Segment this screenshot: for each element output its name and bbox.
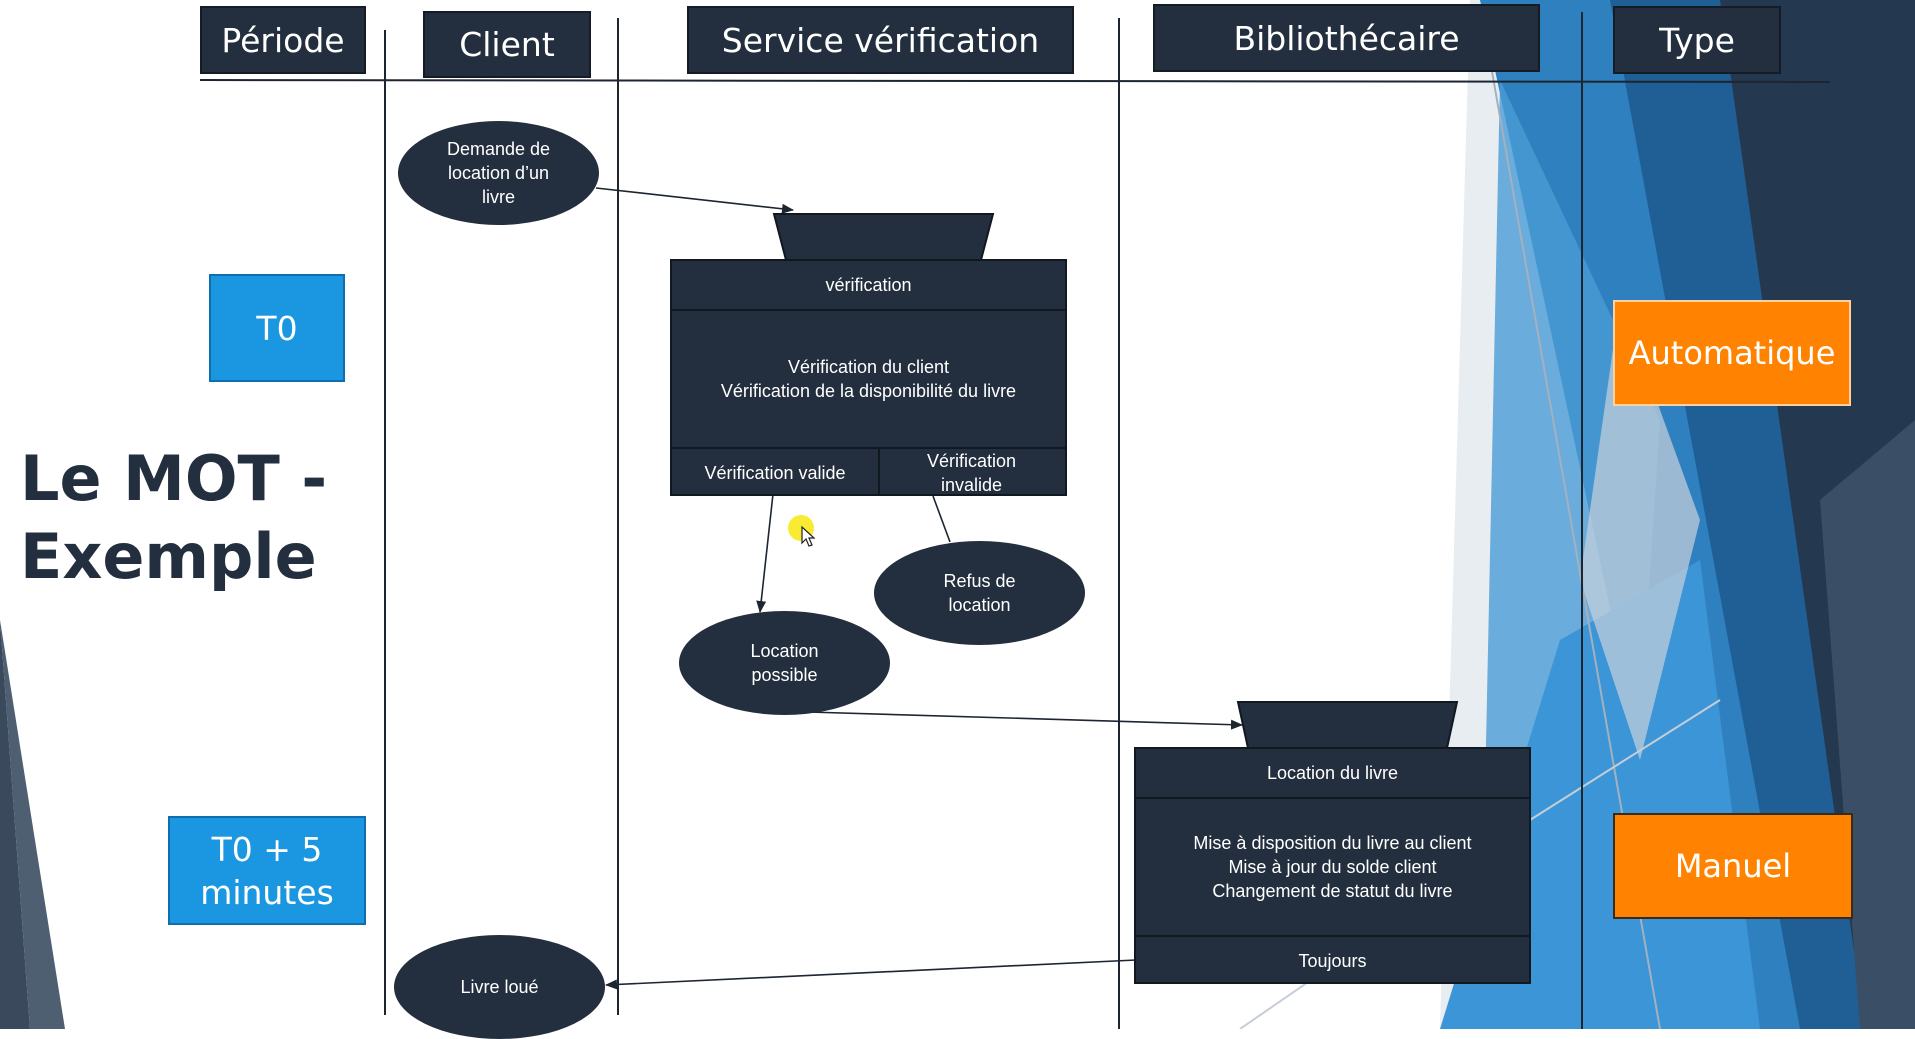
operation-verification: vérification Vérification du client Véri… (670, 259, 1067, 496)
output-toujours: Toujours (1136, 935, 1529, 984)
output-verification-valide: Vérification valide (672, 447, 880, 496)
column-header-client: Client (423, 11, 591, 78)
operation-location-title: Location du livre (1136, 749, 1529, 799)
verification-trapezoid (772, 213, 995, 261)
mouse-pointer-icon (788, 515, 816, 547)
column-header-service-verification: Service vérification (687, 6, 1074, 74)
output-verification-invalide: Vérification invalide (878, 447, 1065, 496)
location-trapezoid (1236, 701, 1459, 749)
slide-title: Le MOT - Exemple (20, 442, 328, 593)
event-location-possible: Location possible (679, 611, 890, 715)
column-header-periode: Période (200, 6, 366, 74)
event-refus-location: Refus de location (874, 541, 1085, 645)
column-header-type: Type (1613, 6, 1781, 74)
operation-location-tasks: Mise à disposition du livre au client Mi… (1193, 833, 1472, 901)
event-livre-loue: Livre loué (394, 935, 605, 1039)
type-manuel: Manuel (1613, 813, 1853, 919)
period-t0: T0 (209, 274, 345, 382)
type-automatique: Automatique (1613, 300, 1851, 406)
column-header-bibliothecaire: Bibliothécaire (1153, 4, 1540, 72)
operation-location-livre: Location du livre Mise à disposition du … (1134, 747, 1531, 984)
operation-verification-title: vérification (672, 261, 1065, 311)
period-t0-plus-5: T0 + 5 minutes (168, 816, 366, 925)
event-demande-location: Demande de location d’un livre (398, 121, 599, 225)
operation-verification-tasks: Vérification du client Vérification de l… (720, 357, 1017, 401)
